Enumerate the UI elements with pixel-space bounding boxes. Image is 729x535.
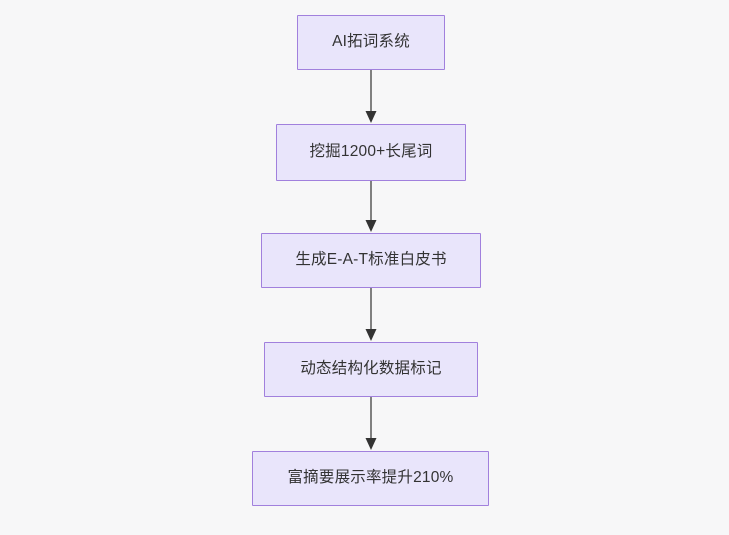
flow-edge-4 xyxy=(362,397,380,451)
flow-node-label: AI拓词系统 xyxy=(332,33,410,51)
flow-node-generate-eat-whitepaper[interactable]: 生成E-A-T标准白皮书 xyxy=(261,233,481,288)
arrow-down-icon xyxy=(365,288,377,341)
arrow-down-icon xyxy=(365,70,377,123)
flow-node-rich-snippet-rate-increase[interactable]: 富摘要展示率提升210% xyxy=(252,451,489,506)
flow-node-label: 生成E-A-T标准白皮书 xyxy=(295,251,447,269)
flow-edge-3 xyxy=(362,288,380,342)
flow-node-ai-keyword-system[interactable]: AI拓词系统 xyxy=(297,15,445,70)
flow-node-label: 动态结构化数据标记 xyxy=(300,360,442,378)
flow-edge-1 xyxy=(362,70,380,124)
flow-node-dynamic-structured-data-markup[interactable]: 动态结构化数据标记 xyxy=(264,342,478,397)
flow-node-label: 挖掘1200+长尾词 xyxy=(309,143,433,161)
flow-node-mine-longtail-keywords[interactable]: 挖掘1200+长尾词 xyxy=(276,124,466,181)
arrow-down-icon xyxy=(365,181,377,232)
arrow-down-icon xyxy=(365,397,377,450)
flow-node-label: 富摘要展示率提升210% xyxy=(287,469,454,487)
flow-edge-2 xyxy=(362,181,380,233)
